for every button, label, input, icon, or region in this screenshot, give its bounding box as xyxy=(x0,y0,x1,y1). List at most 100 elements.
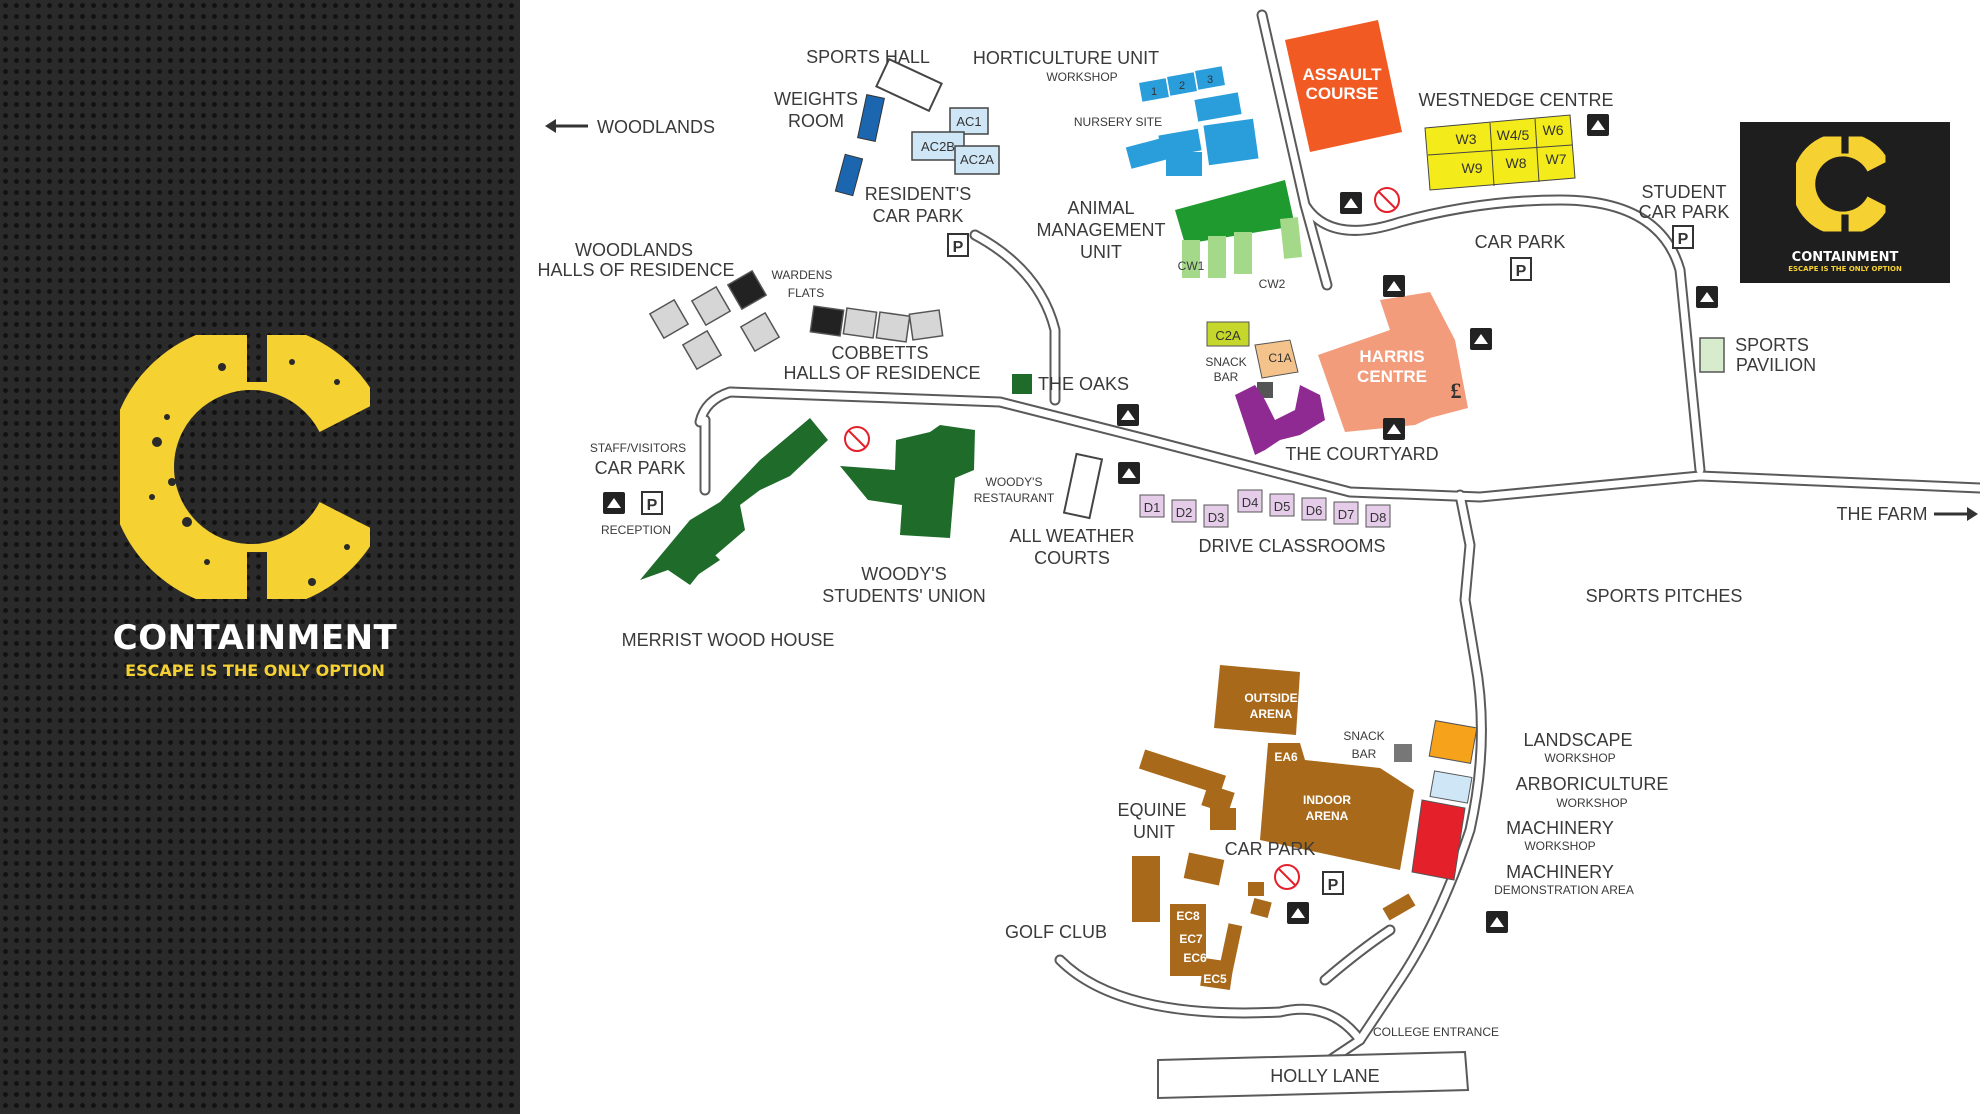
mini-brand-name: CONTAINMENT xyxy=(1791,250,1899,265)
woodys-students-union-building xyxy=(840,425,975,538)
c2a-building xyxy=(1206,321,1250,347)
equine-unit xyxy=(1132,749,1416,922)
svg-text:EA6: EA6 xyxy=(1274,750,1298,764)
residents-car-park-label: RESIDENT'S xyxy=(865,184,971,204)
svg-text:P: P xyxy=(647,497,658,514)
drive-classrooms: D1 D2 D3 D4 D5 D6 D7 D8 xyxy=(1139,489,1391,528)
svg-text:CAR PARK: CAR PARK xyxy=(873,206,964,226)
svg-text:W4/5: W4/5 xyxy=(1497,127,1530,143)
svg-text:WORKSHOP: WORKSHOP xyxy=(1524,839,1595,853)
equine-unit-label: EQUINE xyxy=(1117,800,1186,820)
svg-text:FLATS: FLATS xyxy=(788,286,824,300)
woodlands-arrow-icon xyxy=(545,119,588,133)
svg-text:UNIT: UNIT xyxy=(1133,822,1175,842)
animal-management-unit xyxy=(1175,180,1303,278)
svg-text:ARENA: ARENA xyxy=(1306,809,1349,823)
svg-text:AC1: AC1 xyxy=(956,114,981,129)
animal-management-label: ANIMAL xyxy=(1067,198,1134,218)
brand-tagline: ESCAPE IS THE ONLY OPTION xyxy=(125,661,385,680)
svg-text:HOLLY LANE: HOLLY LANE xyxy=(1270,1066,1379,1086)
svg-text:WORKSHOP: WORKSHOP xyxy=(1046,70,1117,84)
reception-label: RECEPTION xyxy=(601,523,671,537)
svg-text:P: P xyxy=(1516,263,1527,280)
woodlands-halls-label: WOODLANDS xyxy=(575,240,693,260)
horticulture-unit-label: HORTICULTURE UNIT xyxy=(973,48,1159,68)
svg-text:HALLS OF RESIDENCE: HALLS OF RESIDENCE xyxy=(783,363,980,383)
arboriculture-label: ARBORICULTURE xyxy=(1516,774,1669,794)
svg-text:D7: D7 xyxy=(1338,507,1355,522)
sports-pavilion-building xyxy=(1699,337,1725,373)
weights-room-label: WEIGHTS xyxy=(774,89,858,109)
merrist-wood-house-building xyxy=(640,418,828,585)
svg-text:UNIT: UNIT xyxy=(1080,242,1122,262)
svg-text:HARRIS: HARRIS xyxy=(1359,347,1424,366)
woodlands-halls xyxy=(648,269,781,371)
svg-text:D3: D3 xyxy=(1208,510,1225,525)
machinery-demo-label: MACHINERY xyxy=(1506,862,1614,882)
svg-text:2: 2 xyxy=(1179,80,1185,92)
the-oaks-label: THE OAKS xyxy=(1038,374,1129,394)
landscape-label: LANDSCAPE xyxy=(1523,730,1632,750)
svg-text:EC8: EC8 xyxy=(1176,909,1200,923)
svg-text:EC6: EC6 xyxy=(1183,951,1207,965)
courtyard-building xyxy=(1235,385,1325,455)
student-car-park-label: STUDENT xyxy=(1642,182,1727,202)
svg-text:W6: W6 xyxy=(1543,122,1564,138)
svg-text:CW2: CW2 xyxy=(1259,277,1286,291)
assembly-point-icon-marks xyxy=(607,120,1714,927)
car-park-north-label: CAR PARK xyxy=(1475,232,1566,252)
svg-text:OUTSIDE: OUTSIDE xyxy=(1244,691,1297,705)
svg-text:WORKSHOP: WORKSHOP xyxy=(1556,796,1627,810)
arboriculture-workshop-building xyxy=(1429,770,1473,804)
sports-hall-label: SPORTS HALL xyxy=(806,47,930,67)
westnedge-centre-label: WESTNEDGE CENTRE xyxy=(1418,90,1613,110)
weights-room-building xyxy=(857,94,885,142)
sports-hall-building xyxy=(875,57,943,113)
all-weather-courts xyxy=(1062,452,1104,520)
svg-text:BAR: BAR xyxy=(1214,370,1239,384)
svg-text:CAR PARK: CAR PARK xyxy=(595,458,686,478)
woodys-union-label: WOODY'S xyxy=(861,564,946,584)
ac-blocks: AC1 AC2B AC2A xyxy=(911,107,1000,175)
parking-signs: P P P P P xyxy=(641,225,1694,895)
svg-text:D5: D5 xyxy=(1274,499,1291,514)
sports-pavilion-label: SPORTS xyxy=(1735,335,1809,355)
svg-text:COURSE: COURSE xyxy=(1306,84,1379,103)
svg-text:P: P xyxy=(1328,877,1339,894)
all-weather-courts-label: ALL WEATHER xyxy=(1009,526,1134,546)
svg-text:HALLS OF RESIDENCE: HALLS OF RESIDENCE xyxy=(537,260,734,280)
svg-text:EC7: EC7 xyxy=(1179,932,1203,946)
svg-text:DEMONSTRATION AREA: DEMONSTRATION AREA xyxy=(1494,883,1634,897)
snack-bar-south-label: SNACK xyxy=(1343,729,1384,743)
holly-lane: HOLLY LANE xyxy=(1157,1050,1470,1100)
the-farm-arrow-icon xyxy=(1934,507,1978,521)
nursery-site-label: NURSERY SITE xyxy=(1074,115,1162,129)
machinery-label: MACHINERY xyxy=(1506,818,1614,838)
machinery-workshop-building xyxy=(1411,799,1466,881)
svg-text:AC2B: AC2B xyxy=(921,139,955,154)
svg-text:INDOOR: INDOOR xyxy=(1303,793,1351,807)
svg-text:W3: W3 xyxy=(1456,131,1477,147)
snack-bar-south-building xyxy=(1394,744,1412,762)
svg-text:C2A: C2A xyxy=(1215,328,1241,343)
svg-text:ASSAULT: ASSAULT xyxy=(1302,65,1382,84)
cobbetts-halls-label: COBBETTS xyxy=(831,343,928,363)
c1a-building xyxy=(1254,339,1299,379)
svg-text:ARENA: ARENA xyxy=(1250,707,1293,721)
svg-text:C1A: C1A xyxy=(1268,351,1291,365)
svg-text:D1: D1 xyxy=(1144,500,1161,515)
mini-brand-tagline: ESCAPE IS THE ONLY OPTION xyxy=(1788,265,1902,273)
drive-classrooms-label: DRIVE CLASSROOMS xyxy=(1198,536,1385,556)
svg-text:D6: D6 xyxy=(1306,503,1323,518)
horticulture-unit: 1 2 3 xyxy=(1125,65,1259,176)
wardens-flats-label: WARDENS xyxy=(772,268,833,282)
woodys-restaurant-label: WOODY'S xyxy=(986,475,1043,489)
landscape-workshop-building xyxy=(1428,720,1478,764)
svg-text:EC5: EC5 xyxy=(1203,972,1227,986)
sports-pitches-label: SPORTS PITCHES xyxy=(1586,586,1743,606)
svg-text:RESTAURANT: RESTAURANT xyxy=(974,491,1055,505)
svg-text:CAR PARK: CAR PARK xyxy=(1639,202,1730,222)
svg-text:MANAGEMENT: MANAGEMENT xyxy=(1036,220,1165,240)
assault-course: ASSAULT COURSE xyxy=(1285,20,1402,152)
golf-club-label: GOLF CLUB xyxy=(1005,922,1107,942)
